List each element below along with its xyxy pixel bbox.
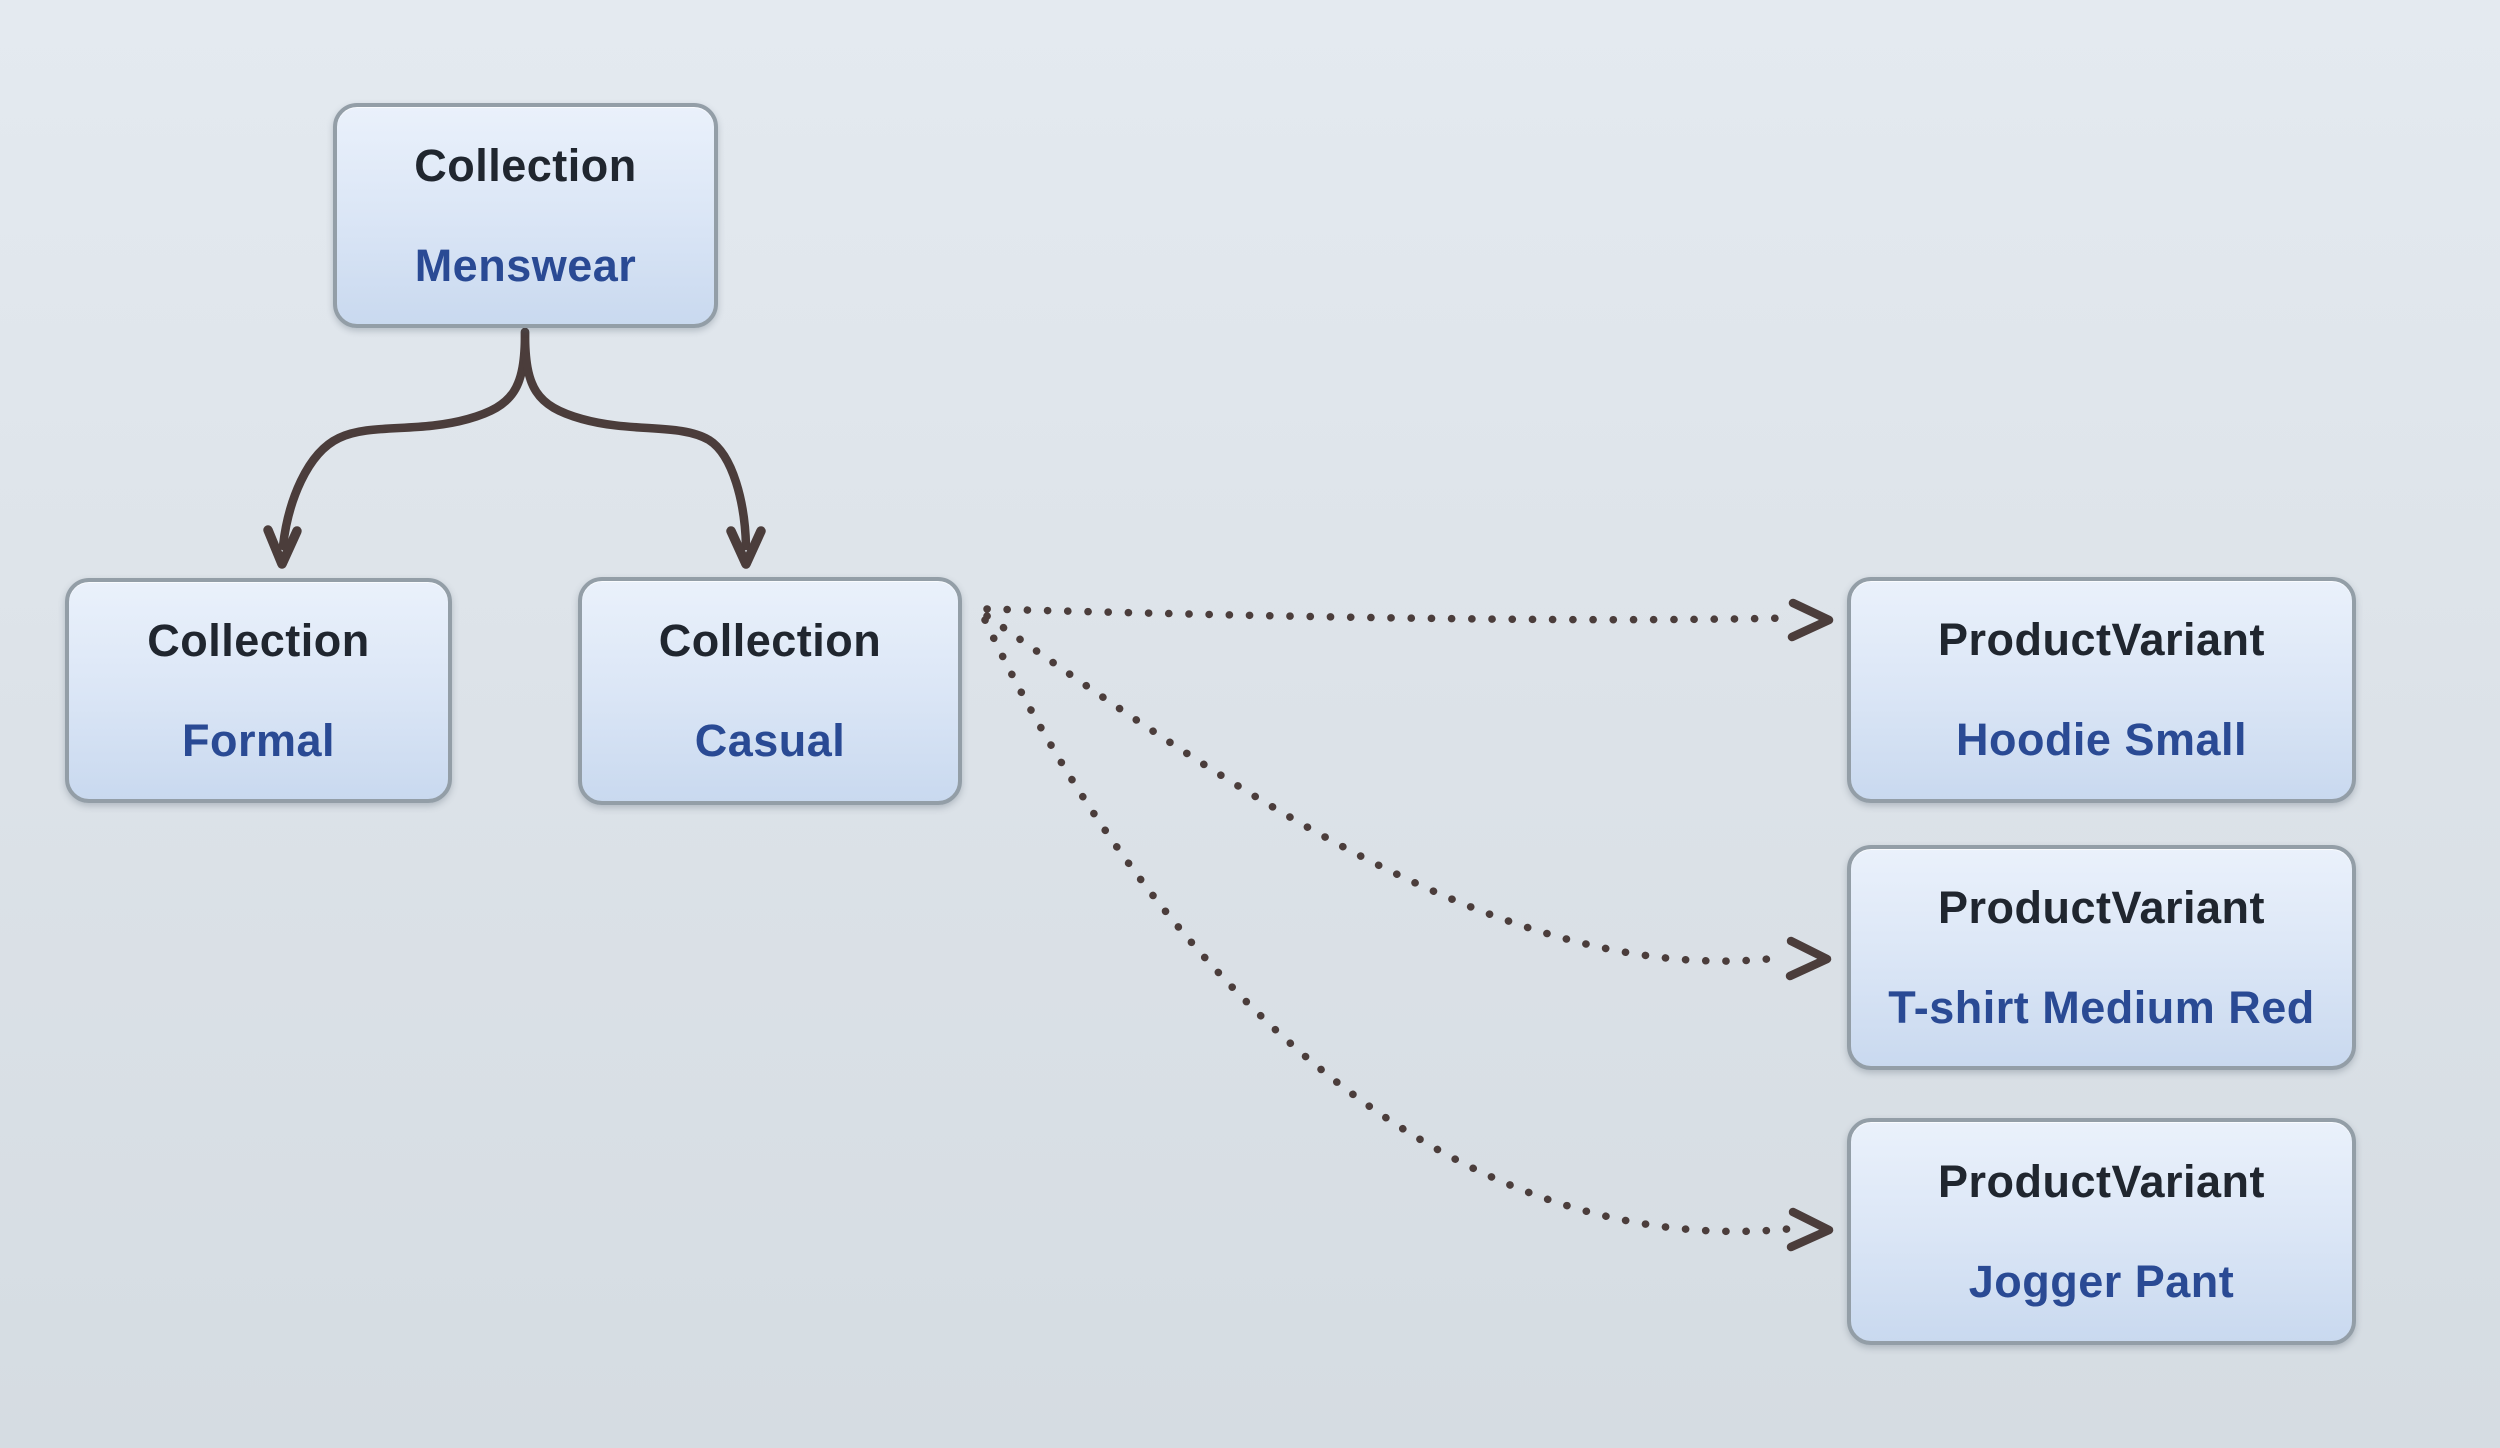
node-collection-casual: Collection Casual xyxy=(578,577,962,805)
node-name-label: Jogger Pant xyxy=(1968,1255,2235,1307)
node-type-label: ProductVariant xyxy=(1937,881,2266,933)
node-name-label: T-shirt Medium Red xyxy=(1888,981,2315,1033)
node-name-label: Casual xyxy=(694,715,846,766)
edge-casual-hoodie-arrowhead xyxy=(1787,598,1834,642)
node-collection-menswear: Collection Menswear xyxy=(333,103,718,328)
edge-menswear-formal xyxy=(278,327,530,551)
node-name-label: Menswear xyxy=(414,239,637,291)
node-collection-formal: Collection Formal xyxy=(65,578,452,803)
edge-casual-jogger xyxy=(981,616,1792,1236)
node-type-label: Collection xyxy=(147,614,370,666)
edge-casual-hoodie xyxy=(983,605,1792,624)
node-type-label: ProductVariant xyxy=(1937,1155,2266,1207)
node-name-label: Formal xyxy=(181,714,336,766)
node-productvariant-tshirt-medium-red: ProductVariant T-shirt Medium Red xyxy=(1847,845,2356,1070)
node-type-label: Collection xyxy=(658,615,882,666)
node-productvariant-hoodie-small: ProductVariant Hoodie Small xyxy=(1847,577,2356,803)
edge-menswear-casual xyxy=(520,327,751,551)
edge-casual-tshirt xyxy=(983,612,1790,965)
node-name-label: Hoodie Small xyxy=(1955,714,2248,765)
node-productvariant-jogger-pant: ProductVariant Jogger Pant xyxy=(1847,1118,2356,1345)
node-type-label: Collection xyxy=(414,139,637,191)
edge-menswear-formal-arrowhead xyxy=(263,525,302,569)
edge-casual-tshirt-arrowhead xyxy=(1785,936,1832,981)
edge-casual-jogger-arrowhead xyxy=(1786,1207,1834,1252)
edge-menswear-casual-arrowhead xyxy=(726,526,766,569)
node-type-label: ProductVariant xyxy=(1937,614,2266,665)
